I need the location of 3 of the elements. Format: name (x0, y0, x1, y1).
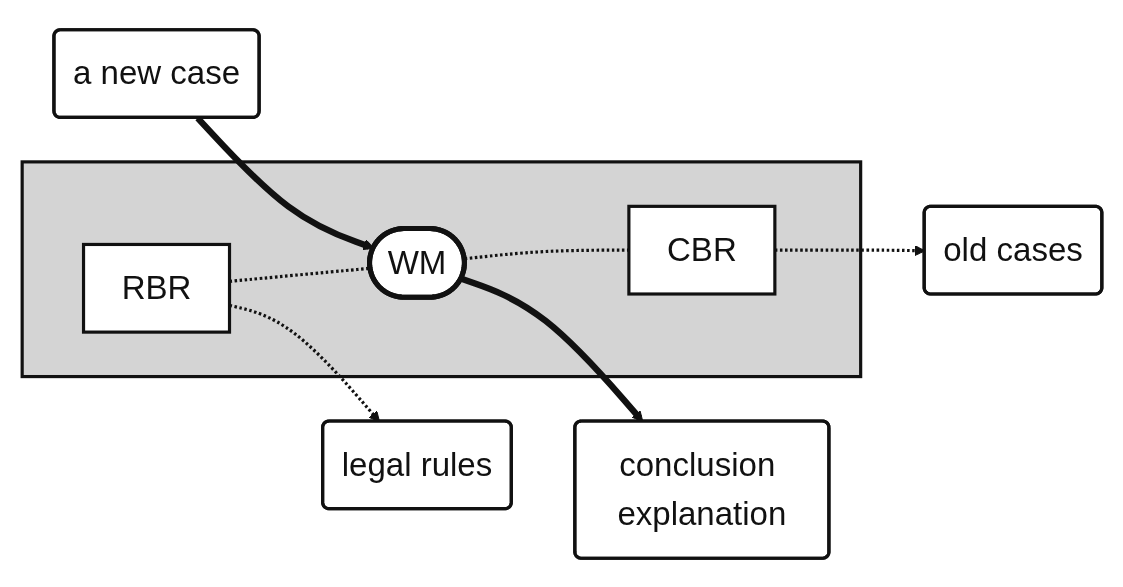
node-box: CBR (626, 204, 776, 296)
cluster (20, 159, 862, 378)
node-box: RBR (81, 242, 231, 334)
